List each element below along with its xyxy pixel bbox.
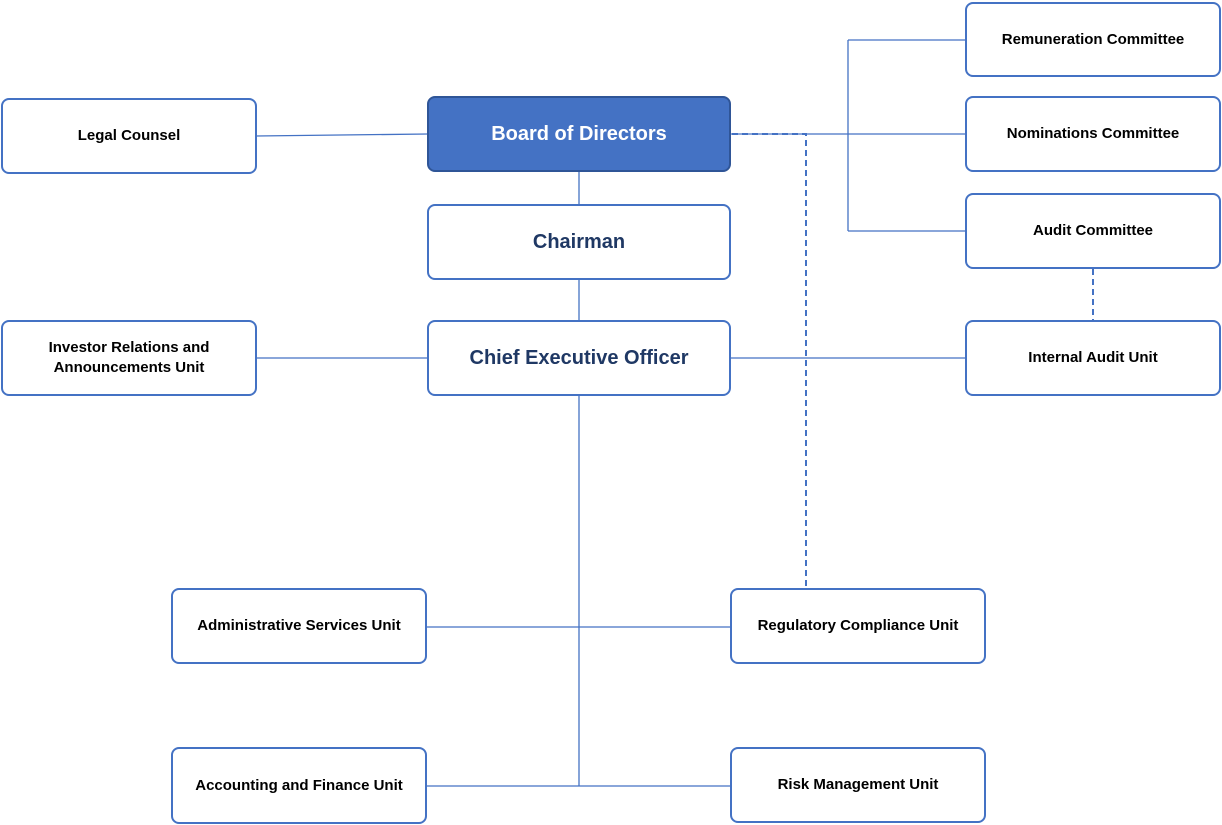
accounting-finance-unit-box: Accounting and Finance Unit: [171, 747, 427, 824]
accounting-finance-unit-label: Accounting and Finance Unit: [195, 776, 403, 794]
board-of-directors-label: Board of Directors: [491, 123, 667, 145]
remuneration-committee-box: Remuneration Committee: [965, 2, 1221, 77]
board-of-directors-box: Board of Directors: [427, 96, 731, 172]
chief-executive-officer-label: Chief Executive Officer: [469, 347, 689, 369]
legal-counsel-label: Legal Counsel: [77, 127, 181, 144]
dashed-board-compliance: [732, 133, 807, 589]
chief-executive-officer-box: Chief Executive Officer: [427, 320, 731, 396]
audit-committee-label: Audit Committee: [1033, 222, 1153, 239]
regulatory-compliance-unit-label: Regulatory Compliance Unit: [757, 617, 959, 634]
remuneration-committee-label: Remuneration Committee: [1001, 30, 1185, 48]
investor-relations-box: Investor Relations and Announcements Uni…: [1, 320, 257, 396]
investor-relations-label: Investor Relations and Announcements Uni…: [48, 339, 210, 376]
regulatory-compliance-unit-box: Regulatory Compliance Unit: [730, 588, 986, 664]
internal-audit-unit-box: Internal Audit Unit: [965, 320, 1221, 396]
chairman-label: Chairman: [532, 231, 626, 253]
legal-counsel-box: Legal Counsel: [1, 98, 257, 174]
risk-management-unit-label: Risk Management Unit: [777, 776, 939, 793]
nominations-committee-label: Nominations Committee: [1006, 125, 1180, 142]
connector-board-legal: [255, 133, 429, 137]
audit-committee-box: Audit Committee: [965, 193, 1221, 269]
administrative-services-unit-label: Administrative Services Unit: [197, 617, 401, 634]
chairman-box: Chairman: [427, 204, 731, 280]
risk-management-unit-box: Risk Management Unit: [730, 747, 986, 823]
internal-audit-unit-label: Internal Audit Unit: [1028, 349, 1158, 366]
nominations-committee-box: Nominations Committee: [965, 96, 1221, 172]
administrative-services-unit-box: Administrative Services Unit: [171, 588, 427, 664]
